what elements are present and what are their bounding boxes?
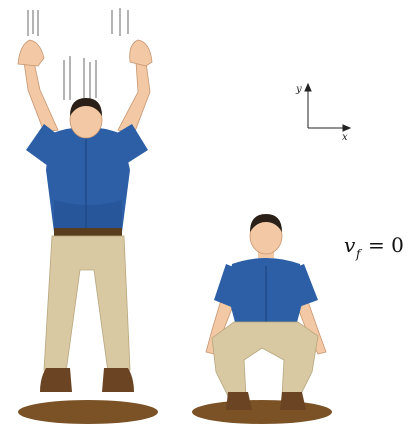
motion-lines-icon [27, 8, 129, 100]
jumping-man-pants [43, 235, 131, 373]
velocity-symbol: v [344, 233, 356, 257]
velocity-equals: = 0 [368, 233, 404, 257]
y-axis-label: y [295, 84, 302, 95]
jumping-man-right-arm [117, 61, 151, 135]
jumping-man-shirt [46, 127, 130, 232]
ground-shadow-right [192, 400, 332, 424]
jumping-man-left-hand [17, 39, 45, 67]
landed-man-pants [211, 321, 319, 397]
jumping-man-left-boot [40, 368, 72, 392]
svg-text:f: f [355, 247, 363, 261]
svg-text:= 0: = 0 [368, 233, 404, 257]
velocity-subscript: f [355, 247, 363, 261]
landed-man-hair [250, 214, 282, 232]
jumping-man-right-boot [102, 368, 134, 392]
landed-man-right-boot [280, 392, 306, 410]
x-axis-label: x [342, 132, 348, 143]
jumping-man-hair [70, 98, 102, 116]
jumping-man-right-hand [129, 39, 153, 67]
landed-man-left-boot [226, 392, 252, 410]
jumping-man [17, 39, 153, 392]
jumping-man-left-arm [23, 61, 59, 133]
ground-shadow-left [18, 400, 158, 424]
landed-man [205, 214, 327, 410]
svg-text:v: v [344, 233, 356, 257]
coordinate-axes-icon [304, 82, 352, 132]
final-velocity-label: v f = 0 [344, 233, 404, 261]
